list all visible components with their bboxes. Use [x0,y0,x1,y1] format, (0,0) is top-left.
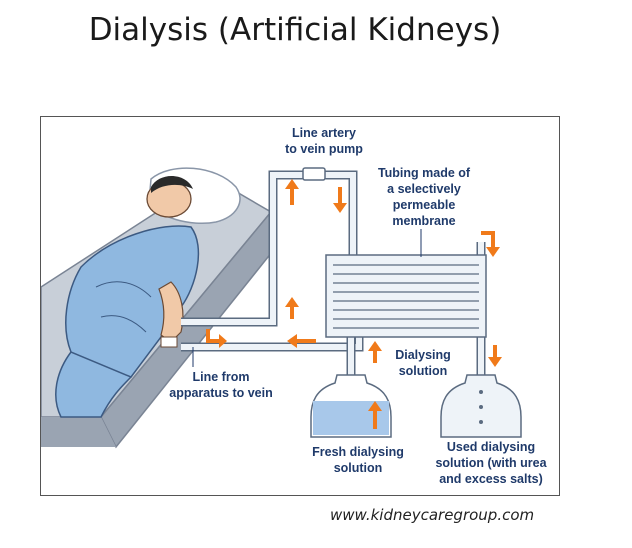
arrow-left-return [287,334,316,348]
label-dialysing-solution: Dialysing solution [395,348,451,378]
arrow-down-used [488,345,502,367]
arrow-elbow-left [206,329,227,348]
arrow-up-artery [285,179,299,205]
dialysis-diagram: Line artery to vein pump Tubing made of … [40,116,560,496]
arrow-up-dialysing [368,341,382,363]
arrow-up-return [285,297,299,319]
fresh-solution-bottle [310,374,392,438]
flow-arrows [206,179,502,429]
label-used-solution: Used dialysing solution (with urea and e… [435,440,547,486]
used-solution-bottle [440,374,522,438]
arrow-up-fresh [368,401,382,429]
tubing [181,170,486,377]
source-credit: www.kidneycaregroup.com [330,506,535,524]
diagram-canvas [41,167,522,449]
label-line-artery: Line artery to vein pump [285,126,363,156]
dialyser [325,254,487,338]
page-title: Dialysis (Artificial Kidneys) [88,12,502,48]
label-fresh-solution: Fresh dialysing solution [312,445,404,475]
arrow-down-pump [333,187,347,213]
patient [55,175,200,418]
label-line-from-apparatus: Line from apparatus to vein [169,370,273,400]
arrow-elbow-top-right [481,231,500,257]
label-tubing: Tubing made of a selectively permeable m… [377,166,471,228]
pump [302,167,326,181]
